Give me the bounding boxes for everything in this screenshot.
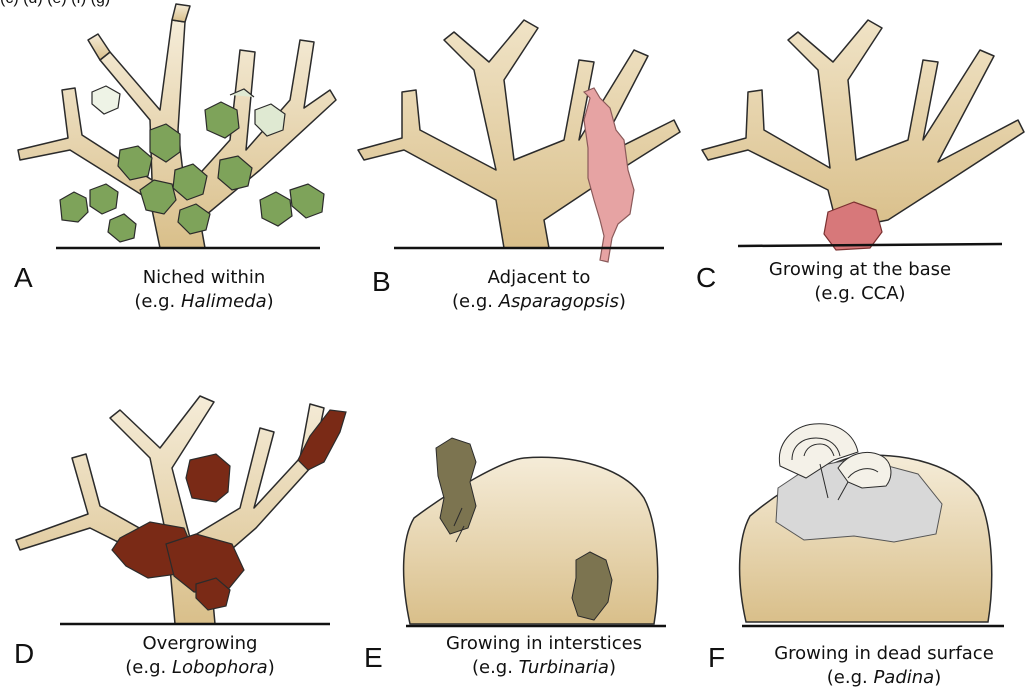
panel-e-caption-line1: Growing in interstices — [414, 632, 674, 656]
panel-f-caption: Growing in dead surface (e.g. Padina) — [744, 642, 1024, 690]
top-edge-fragment: (c) (d) (e) (f) (g) — [0, 0, 1032, 10]
coral-branches — [358, 20, 680, 248]
coral-branches — [16, 396, 324, 624]
panel-f-caption-line2: (e.g. Padina) — [744, 666, 1024, 690]
asparagopsis-alga — [584, 88, 634, 262]
panel-d-caption-line1: Overgrowing — [80, 632, 320, 656]
panel-f-example-prefix: (e.g. — [827, 667, 874, 688]
panel-e-letter: E — [364, 642, 383, 674]
panel-b-caption-line2: (e.g. Asparagopsis) — [414, 290, 664, 314]
panel-d: D Overgrowing (e.g. Lobophora) — [0, 348, 344, 697]
panel-e-example-prefix: (e.g. — [472, 657, 519, 678]
panel-e-caption-line2: (e.g. Turbinaria) — [414, 656, 674, 680]
panel-b-letter: B — [372, 266, 391, 298]
panel-a-example-suffix: ) — [267, 291, 274, 312]
panel-c: C Growing at the base (e.g. CCA) — [688, 0, 1032, 348]
panel-a-example-prefix: (e.g. — [134, 291, 181, 312]
panel-c-caption-line2: (e.g. CCA) — [730, 282, 990, 306]
panel-a-caption-line1: Niched within — [84, 266, 324, 290]
panel-d-caption-line2: (e.g. Lobophora) — [80, 656, 320, 680]
panel-f-caption-line1: Growing in dead surface — [744, 642, 1024, 666]
panel-c-example-prefix: (e.g. CCA) — [814, 283, 905, 304]
panel-b-caption: Adjacent to (e.g. Asparagopsis) — [414, 266, 664, 314]
panel-e-example-genus: Turbinaria — [519, 657, 609, 678]
panel-b-example-suffix: ) — [619, 291, 626, 312]
coral-branches — [702, 20, 1024, 230]
panel-a: A Niched within (e.g. Halimeda) — [0, 0, 344, 348]
panel-f: F Growing in dead surface (e.g. Padina) — [688, 348, 1032, 697]
panel-c-caption-line1: Growing at the base — [730, 258, 990, 282]
panel-a-caption-line2: (e.g. Halimeda) — [84, 290, 324, 314]
panel-b-example-genus: Asparagopsis — [499, 291, 619, 312]
panel-c-caption: Growing at the base (e.g. CCA) — [730, 258, 990, 306]
panel-b-caption-line1: Adjacent to — [414, 266, 664, 290]
panel-c-letter: C — [696, 262, 716, 294]
substrate-line — [738, 244, 1002, 246]
panel-e: E Growing in interstices (e.g. Turbinari… — [344, 348, 688, 697]
panel-b: B Adjacent to (e.g. Asparagopsis) — [344, 0, 688, 348]
panel-b-example-prefix: (e.g. — [452, 291, 499, 312]
panel-a-letter: A — [14, 262, 33, 294]
panel-e-example-suffix: ) — [609, 657, 616, 678]
panel-d-example-prefix: (e.g. — [125, 657, 172, 678]
panel-a-caption: Niched within (e.g. Halimeda) — [84, 266, 324, 314]
panel-f-letter: F — [708, 642, 725, 674]
panel-d-example-genus: Lobophora — [172, 657, 268, 678]
panel-d-letter: D — [14, 638, 34, 670]
panel-d-example-suffix: ) — [268, 657, 275, 678]
panel-d-caption: Overgrowing (e.g. Lobophora) — [80, 632, 320, 680]
panel-a-example-genus: Halimeda — [181, 291, 267, 312]
panel-f-example-suffix: ) — [934, 667, 941, 688]
panel-e-caption: Growing in interstices (e.g. Turbinaria) — [414, 632, 674, 680]
panel-f-example-genus: Padina — [873, 667, 934, 688]
